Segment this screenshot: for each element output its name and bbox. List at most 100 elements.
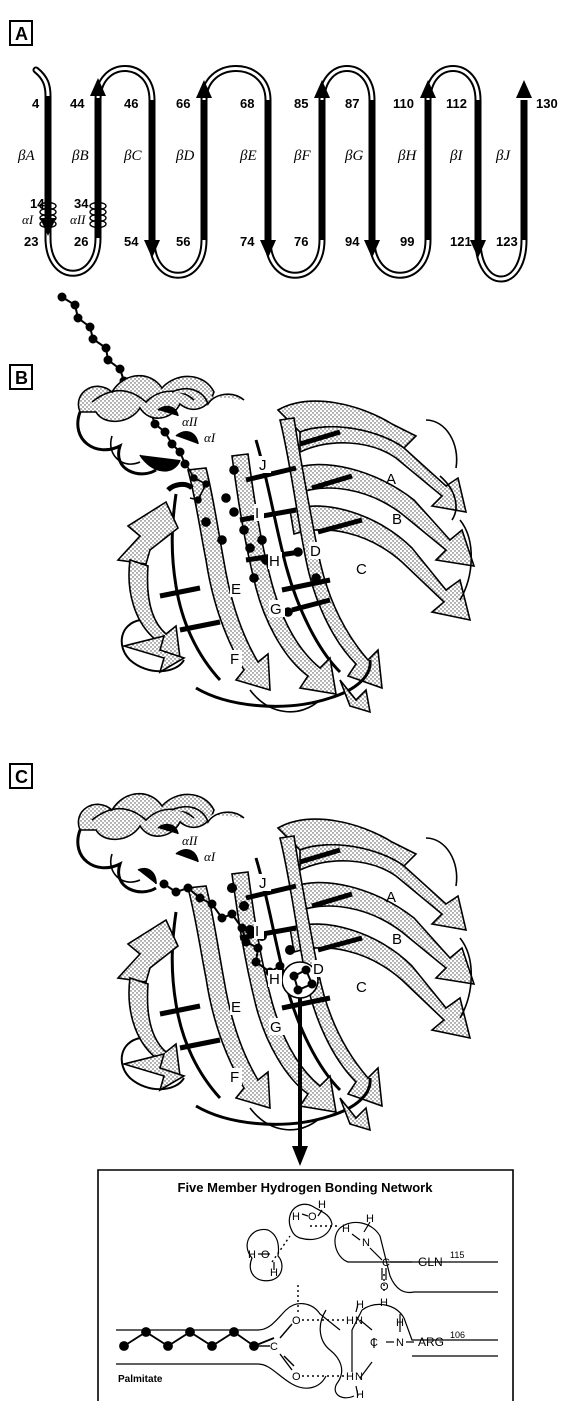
panel-a-letter: A: [15, 24, 28, 44]
res-bot-6: 94: [345, 234, 360, 249]
svg-text:O: O: [380, 1281, 389, 1293]
res-bot-1: 26: [74, 234, 88, 249]
strand-c-g: G: [270, 1019, 282, 1036]
strand-b-f: F: [230, 651, 239, 668]
svg-text:C: C: [370, 1337, 378, 1349]
res-bot-8: 121: [450, 234, 472, 249]
strand-label-j: βJ: [495, 148, 511, 164]
svg-text:H: H: [366, 1213, 374, 1225]
svg-text:H: H: [356, 1299, 364, 1311]
svg-text:H: H: [292, 1211, 300, 1223]
strand-labels: βA βB βC βD βE βF βG βH βI βJ: [17, 148, 511, 164]
protein-ribbon-b: [78, 376, 474, 712]
strand-label-h: βH: [397, 148, 417, 164]
arg-label: ARG: [418, 1335, 444, 1349]
svg-text:H: H: [318, 1199, 326, 1211]
svg-text:N: N: [355, 1371, 363, 1383]
strand-c-c: C: [356, 979, 367, 996]
svg-text:H: H: [346, 1315, 354, 1327]
res-top-6: 87: [345, 96, 359, 111]
res-top-0: 4: [32, 96, 40, 111]
panel-b: B: [10, 294, 474, 713]
svg-text:H: H: [270, 1267, 278, 1279]
strand-label-i: βI: [449, 148, 463, 164]
res-top-3: 66: [176, 96, 190, 111]
svg-text:O: O: [292, 1371, 301, 1383]
res-bot-4: 74: [240, 234, 255, 249]
helix-label-ii-b: αII: [182, 414, 198, 429]
strand-b-e: E: [231, 581, 241, 598]
svg-text:N: N: [396, 1337, 404, 1349]
gln-label: GLN: [418, 1255, 443, 1269]
helix-label-ii: αII: [70, 212, 86, 227]
svg-text:C: C: [382, 1257, 390, 1269]
res-top-9: 130: [536, 96, 558, 111]
res-top-5: 85: [294, 96, 308, 111]
gln-number: 115: [450, 1250, 464, 1260]
res-extra-1: 34: [74, 196, 89, 211]
strand-b-a: A: [386, 471, 396, 488]
strand-c-b: B: [392, 931, 402, 948]
strand-label-f: βF: [293, 148, 311, 164]
strand-label-b: βB: [71, 148, 89, 164]
inset-title: Five Member Hydrogen Bonding Network: [178, 1180, 434, 1195]
panel-c: C: [10, 764, 474, 1166]
svg-text:H: H: [396, 1317, 404, 1329]
arg-number: 106: [450, 1330, 465, 1340]
strand-b-j: J: [259, 457, 267, 474]
strand-label-d: βD: [175, 148, 194, 164]
helix-label-i-c: αI: [204, 849, 216, 864]
palmitate-label: Palmitate: [118, 1374, 163, 1385]
res-top-2: 46: [124, 96, 138, 111]
strand-b-h: H: [269, 553, 280, 570]
strand-label-c: βC: [123, 148, 142, 164]
panel-c-letter: C: [15, 767, 28, 787]
strand-b-c: C: [356, 561, 367, 578]
panel-a: A: [10, 21, 558, 279]
svg-text:H: H: [248, 1249, 256, 1261]
svg-text:O: O: [308, 1211, 317, 1223]
res-top-8: 112: [446, 96, 467, 111]
strand-c-j: J: [259, 875, 267, 892]
strand-c-i: I: [255, 923, 259, 940]
svg-text:H: H: [346, 1371, 354, 1383]
res-bot-9: 123: [496, 234, 518, 249]
svg-text:C: C: [270, 1341, 278, 1353]
strand-label-a: βA: [17, 148, 35, 164]
strand-c-d: D: [313, 961, 324, 978]
strand-label-e: βE: [239, 148, 257, 164]
res-top-4: 68: [240, 96, 254, 111]
res-extra-0: 14: [30, 196, 45, 211]
helix-label-i-b: αI: [204, 430, 216, 445]
res-top-1: 44: [70, 96, 85, 111]
svg-text:H: H: [356, 1389, 364, 1401]
res-bot-5: 76: [294, 234, 308, 249]
svg-text:H: H: [380, 1297, 388, 1309]
helix-label-ii-c: αII: [182, 833, 198, 848]
strand-c-h: H: [269, 971, 280, 988]
svg-text:O: O: [261, 1249, 270, 1261]
strand-b-b: B: [392, 511, 402, 528]
helix-label-i: αI: [22, 212, 34, 227]
hbond-inset: Five Member Hydrogen Bonding Network: [98, 1170, 513, 1401]
res-bot-7: 99: [400, 234, 414, 249]
strand-b-d: D: [310, 543, 321, 560]
zoom-arrow-head: [292, 1146, 308, 1166]
strand-b-g: G: [270, 601, 282, 618]
strand-c-e: E: [231, 999, 241, 1016]
res-bot-2: 54: [124, 234, 139, 249]
svg-text:N: N: [355, 1315, 363, 1327]
svg-text:O: O: [292, 1315, 301, 1327]
strand-c-f: F: [230, 1069, 239, 1086]
strand-label-g: βG: [344, 148, 363, 164]
panel-b-letter: B: [15, 368, 28, 388]
svg-text:N: N: [362, 1237, 370, 1249]
strand-c-a: A: [386, 889, 396, 906]
res-bot-0: 23: [24, 234, 38, 249]
strand-b-i: I: [255, 505, 259, 522]
res-top-7: 110: [393, 96, 414, 111]
protein-ribbon-c: [78, 794, 474, 1130]
svg-text:H: H: [342, 1223, 350, 1235]
res-bot-3: 56: [176, 234, 190, 249]
